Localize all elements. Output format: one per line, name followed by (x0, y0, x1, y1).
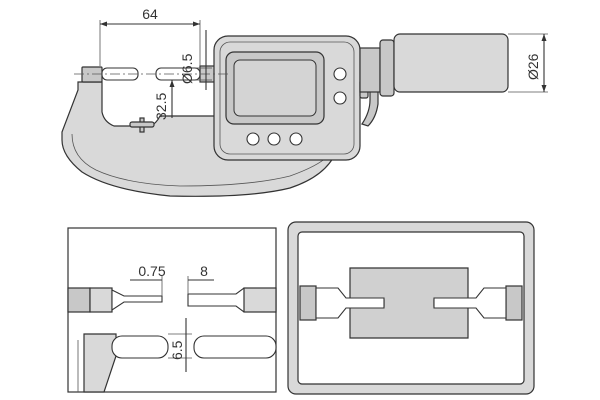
side-button-bottom (333, 91, 347, 105)
dim-325-label: 32.5 (153, 93, 169, 120)
detail-lower-spindle (193, 335, 277, 359)
frame-inner-edge (71, 133, 329, 187)
dim-phi26-label: Ø26 (525, 53, 541, 80)
detail-blade-view: 0.75 8 6.5 (67, 227, 277, 393)
detail-frame-lower (83, 333, 117, 393)
dim-075-label: 0.75 (138, 263, 165, 279)
dim-64-arrow-left (100, 21, 107, 27)
detail-anvil-block (67, 287, 91, 313)
lock-screw-head (129, 121, 155, 128)
detail-right-spindle-block (505, 285, 523, 321)
dim-64-arrow-right (193, 21, 200, 27)
thimble-collar (379, 39, 395, 97)
dim-phi26-arrow-bottom (541, 85, 547, 92)
detail-right-spindle-blade (433, 287, 507, 319)
micrometer-main-view: 64 Ø6.5 32.5 Ø26 (61, 6, 548, 197)
sleeve (359, 47, 381, 93)
detail-right-anvil-block (299, 285, 317, 321)
thimble (393, 33, 509, 93)
dim-65-label: 6.5 (169, 340, 185, 360)
anvil (81, 66, 103, 83)
bottom-button-2 (267, 132, 281, 146)
bottom-button-1 (246, 132, 260, 146)
dim-64-label: 64 (142, 6, 158, 22)
detail-lower-anvil (111, 335, 169, 359)
dim-325-arrow-top (169, 80, 175, 87)
detail-right-anvil-blade (315, 287, 385, 319)
detail-spindle-shank (243, 287, 277, 313)
side-button-top (333, 67, 347, 81)
display-housing-inner (219, 41, 355, 155)
detail-measurement-view (287, 221, 535, 395)
lcd-screen (233, 59, 317, 117)
micrometer-frame (61, 81, 337, 197)
bottom-button-3 (289, 132, 303, 146)
dim-phi26-arrow-top (541, 34, 547, 41)
detail-anvil-blade (111, 289, 163, 312)
detail-anvil-shank (89, 287, 113, 313)
dim-phi65-label: Ø6.5 (179, 53, 195, 84)
dim-8-label: 8 (200, 263, 208, 279)
